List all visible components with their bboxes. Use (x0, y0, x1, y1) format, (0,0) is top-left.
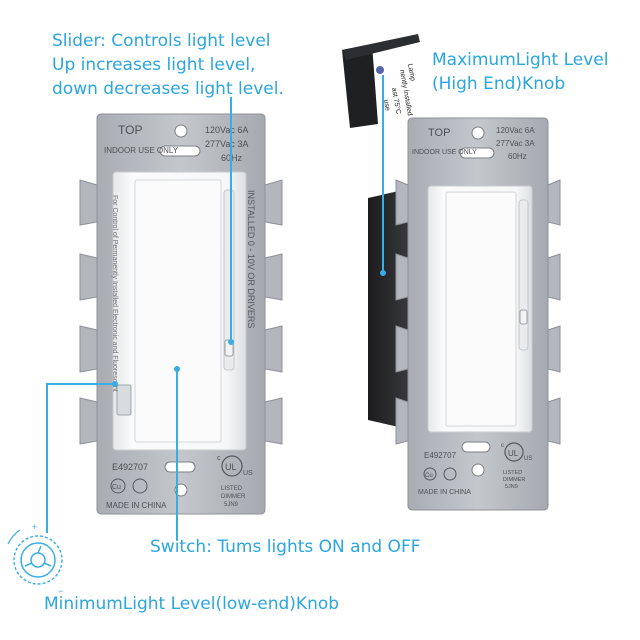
front-rating-2: 277Vac 3A (205, 139, 248, 149)
low-end-knob-gear-icon: + − (7, 522, 63, 596)
inset-knob (376, 66, 384, 74)
front-cu-text: Cu (112, 484, 121, 491)
inset-black-top (342, 34, 420, 60)
front-listed-2: DIMMER (221, 494, 246, 500)
slider-leader-line (230, 97, 232, 342)
front-listed-3: 5JN9 (224, 502, 239, 508)
front-listed-1: LISTED (221, 486, 243, 492)
side-ul-mark (504, 442, 524, 462)
side-slider-knob (519, 309, 528, 325)
side-listed-1: LISTED (503, 470, 522, 476)
side-a-mark (443, 467, 457, 481)
min-leader-line (46, 383, 48, 533)
switch-annotation: Switch: Tums lights ON and OFF (150, 537, 421, 557)
side-ul-text: UL (508, 449, 519, 458)
max-leader-line (382, 75, 384, 273)
side-bottom-slot (461, 441, 491, 453)
max-leader-dot (380, 270, 386, 276)
side-cu-mark (423, 467, 437, 481)
front-left-tabs (79, 179, 98, 445)
side-us-text: US (524, 456, 532, 462)
front-bottom-screw-hole (174, 483, 188, 497)
front-top-text: TOP (118, 123, 142, 137)
front-model-text: E492707 (112, 462, 148, 472)
side-black-housing (368, 188, 412, 430)
max-level-annotation-line-2: (High End)Knob (432, 74, 566, 94)
side-rocker-paddle (445, 191, 517, 427)
switch-leader-dot (174, 366, 180, 372)
front-made-in: MADE IN CHINA (106, 501, 167, 510)
side-rating-1: 120Vac 6A (496, 126, 535, 135)
min-level-annotation: MinimumLight Level(low-end)Knob (44, 594, 340, 614)
max-level-annotation: MaximumLight Level (High End)Knob (432, 48, 608, 96)
front-us-text: US (243, 470, 253, 477)
max-level-annotation-line-1: MaximumLight Level (432, 50, 609, 70)
front-rocker-paddle (134, 179, 222, 443)
slider-annotation-line-3: down decreases light level. (52, 79, 284, 99)
side-rating-3: 60Hz (508, 152, 527, 161)
front-ul-mark (221, 455, 243, 477)
min-leader-hline (46, 383, 116, 385)
slider-annotation-line-2: Up increases light level, (52, 55, 256, 75)
side-top-slot (459, 147, 495, 159)
side-left-tabs (395, 179, 409, 445)
front-side-text: INSTALLED 0 - 10V OR DRIVERS (246, 190, 256, 328)
side-rating-2: 277Vac 3A (496, 139, 535, 148)
inset-black-edge (342, 44, 378, 128)
side-c-text: c (501, 443, 504, 449)
front-left-text: For Control of Permanently Installed Ele… (111, 195, 118, 392)
min-leader-dot (112, 381, 118, 387)
front-indoor-text: INDOOR USE ONLY (104, 146, 179, 155)
svg-text:−: − (58, 586, 63, 596)
front-c-text: c (217, 455, 221, 462)
side-listed-3: 5JN9 (505, 484, 518, 490)
front-top-slot (159, 145, 201, 157)
high-end-knob-inset: use ast 75°C nently Installed Lamp (342, 34, 420, 128)
front-dimmer: TOP INDOOR USE ONLY 120Vac 6A 277Vac 3A … (79, 113, 283, 515)
side-top-screw-hole (471, 126, 485, 140)
side-indoor-text: INDOOR USE ONLY (412, 149, 477, 156)
front-top-screw-hole (174, 124, 188, 138)
svg-text:+: + (32, 522, 37, 532)
side-right-tabs (547, 179, 561, 445)
front-ul-text: UL (225, 462, 237, 472)
inset-text-4: Lamp (406, 63, 416, 82)
side-model-text: E492707 (424, 451, 457, 460)
front-rating-1: 120Vac 6A (205, 125, 248, 135)
side-dimmer: TOP INDOOR USE ONLY 120Vac 6A 277Vac 3A … (368, 117, 561, 511)
front-right-tabs (264, 179, 283, 445)
side-cu-text: Cu (425, 473, 433, 479)
slider-annotation-line-1: Slider: Controls light level (52, 31, 271, 51)
inset-text-1: use (382, 99, 391, 111)
front-cu-mark (110, 478, 126, 494)
slider-leader-dot (228, 339, 234, 345)
side-listed-2: DIMMER (503, 477, 525, 483)
front-low-end-knob (116, 384, 132, 416)
front-a-mark (132, 478, 148, 494)
side-slider-track (518, 199, 529, 351)
side-bottom-screw-hole (471, 463, 485, 477)
side-top-text: TOP (428, 127, 450, 139)
slider-annotation: Slider: Controls light level Up increase… (52, 29, 284, 101)
switch-leader-line (176, 370, 178, 540)
front-bottom-slot (164, 461, 196, 473)
side-made-in: MADE IN CHINA (418, 489, 471, 496)
